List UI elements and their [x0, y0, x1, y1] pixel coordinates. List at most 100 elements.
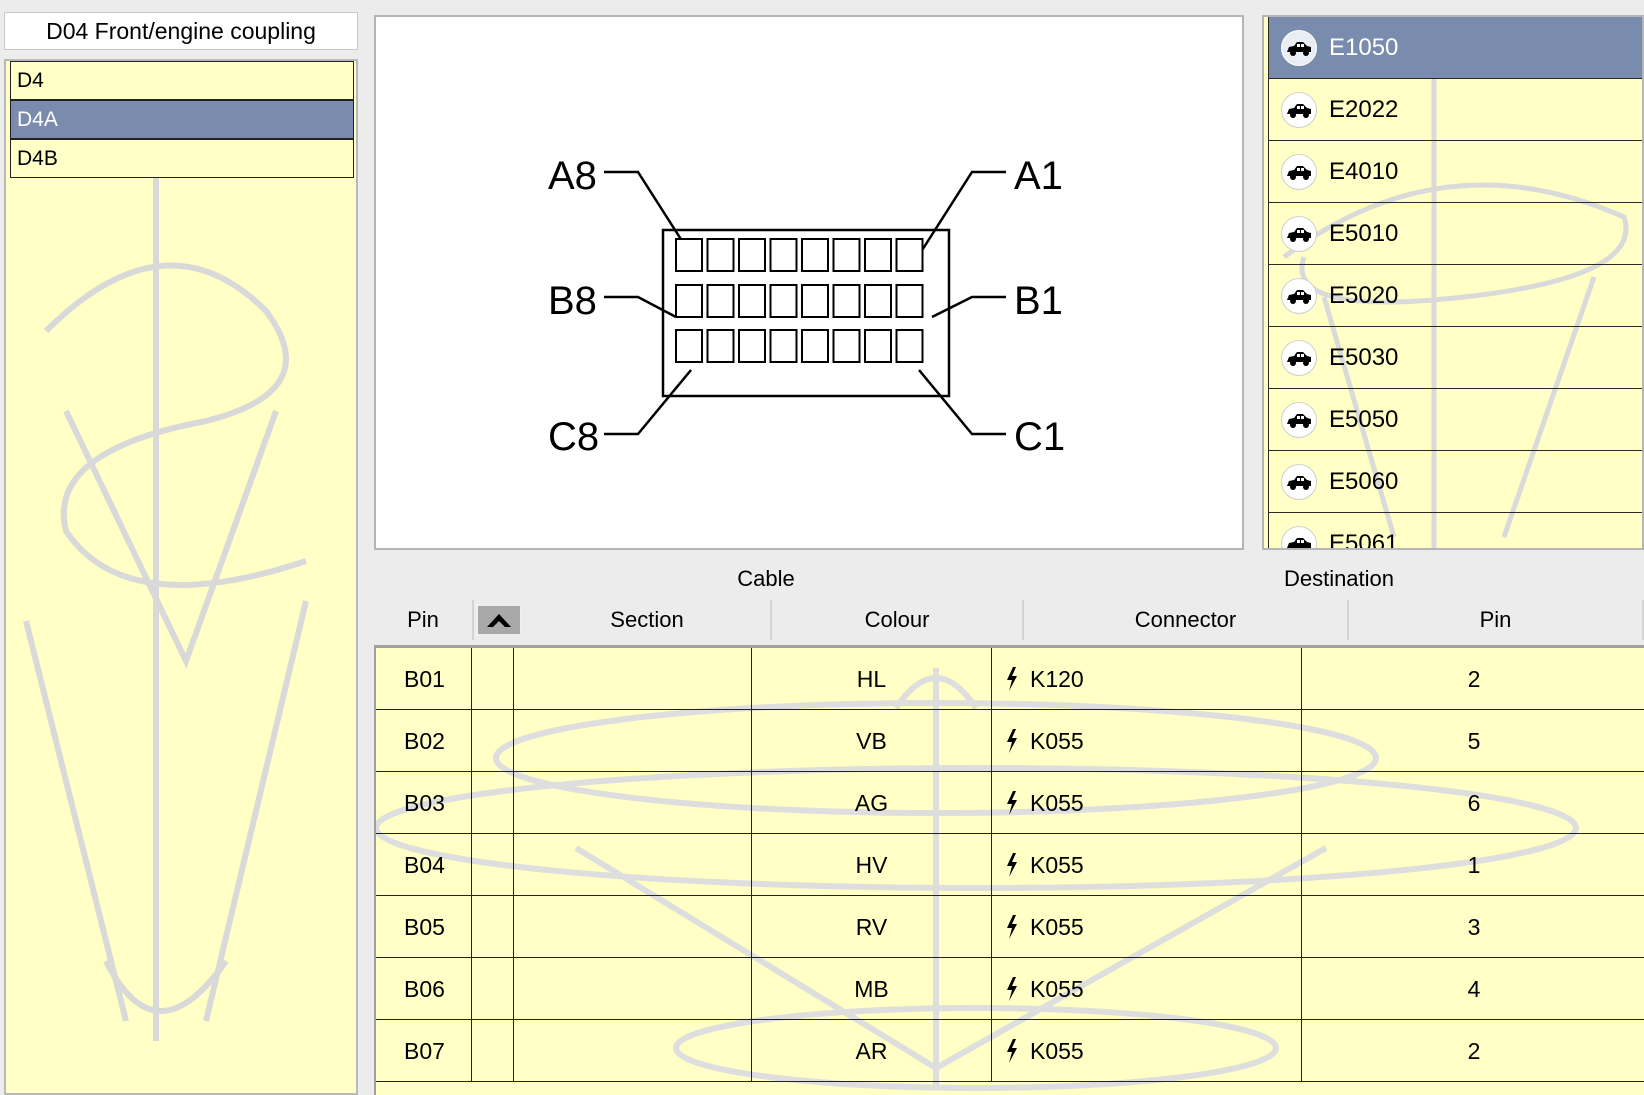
- table-row[interactable]: B06 MB K055 4: [376, 958, 1644, 1020]
- pin-cavity: [864, 238, 892, 272]
- pin-cavity: [738, 238, 766, 272]
- connector-list-item-d4b[interactable]: D4B: [10, 139, 354, 178]
- cell-pin: B03: [376, 772, 472, 834]
- label-a8: A8: [548, 154, 597, 198]
- cell-colour-text: RV: [855, 913, 888, 940]
- cell-pin-text: B04: [404, 851, 445, 878]
- cell-pin: B04: [376, 834, 472, 896]
- cell-pin-text: B07: [404, 1037, 445, 1064]
- cell-colour-text: AR: [855, 1037, 888, 1064]
- cell-dest-pin: 1: [1302, 834, 1644, 896]
- group-header-cable: Cable: [737, 566, 795, 591]
- sort-button[interactable]: [476, 604, 522, 636]
- destination-list-label: E5050: [1329, 405, 1399, 433]
- cell-connector-text: K055: [1030, 975, 1084, 1002]
- table-row[interactable]: B05 RV K055 3: [376, 896, 1644, 958]
- cell-connector[interactable]: K055: [992, 958, 1302, 1020]
- cell-pin-text: B05: [404, 913, 445, 940]
- cell-colour: AR: [752, 1020, 992, 1082]
- cell-connector[interactable]: K055: [992, 834, 1302, 896]
- cell-pin-text: B01: [404, 665, 445, 692]
- cell-section: [514, 834, 752, 896]
- pin-cavity: [769, 284, 798, 318]
- destination-list-item[interactable]: E5050: [1268, 389, 1642, 451]
- cell-dest-pin-text: 3: [1467, 913, 1481, 940]
- cell-colour: RV: [752, 896, 992, 958]
- column-header-section[interactable]: Section: [524, 600, 772, 640]
- lightning-icon: [1007, 915, 1017, 939]
- cell-connector[interactable]: K055: [992, 710, 1302, 772]
- cell-spacer: [472, 834, 514, 896]
- cell-connector[interactable]: K055: [992, 772, 1302, 834]
- cell-colour: VB: [752, 710, 992, 772]
- cell-pin-text: B06: [404, 975, 445, 1002]
- cell-pin: B05: [376, 896, 472, 958]
- column-header-pin[interactable]: Pin: [374, 600, 474, 640]
- cell-spacer: [472, 958, 514, 1020]
- cell-connector[interactable]: K055: [992, 1020, 1302, 1082]
- label-b8: B8: [548, 279, 597, 323]
- leader-c8: [604, 369, 692, 436]
- cell-pin-text: B02: [404, 727, 445, 754]
- destination-list-label: E5020: [1329, 281, 1399, 309]
- connector-list-item-d4a[interactable]: D4A: [10, 100, 354, 139]
- car-icon: [1281, 401, 1317, 438]
- table-row[interactable]: B07 AR K055 2: [376, 1020, 1644, 1082]
- cell-connector[interactable]: K055: [992, 896, 1302, 958]
- pin-cavity: [801, 284, 829, 318]
- car-icon: [1281, 29, 1317, 66]
- car-icon: [1281, 153, 1317, 190]
- destination-list-label: E4010: [1329, 157, 1399, 185]
- destination-list-item[interactable]: E5020: [1268, 265, 1642, 327]
- cell-dest-pin-text: 2: [1467, 1037, 1481, 1064]
- lightning-icon: [1007, 977, 1017, 1001]
- cell-dest-pin: 4: [1302, 958, 1644, 1020]
- column-header-dest-pin[interactable]: Pin: [1349, 600, 1644, 640]
- destination-list-item[interactable]: E4010: [1268, 141, 1642, 203]
- car-icon: [1281, 339, 1317, 376]
- destination-list-item[interactable]: E5060: [1268, 451, 1642, 513]
- leader-b1: [931, 295, 1006, 319]
- destination-list-label: E5061: [1329, 529, 1399, 550]
- table-row[interactable]: B04 HV K055 1: [376, 834, 1644, 896]
- pin-cavity: [675, 329, 703, 363]
- pin-cavity: [895, 329, 924, 363]
- cell-connector[interactable]: K120: [992, 648, 1302, 710]
- pinout-svg: A8 A1 B8 B1 C8 C1: [548, 154, 1065, 459]
- cell-colour: AG: [752, 772, 992, 834]
- cell-colour-text: HL: [856, 665, 887, 692]
- group-header-destination: Destination: [1283, 566, 1395, 591]
- destination-list-item[interactable]: E1050: [1268, 17, 1642, 79]
- cell-colour-text: HV: [855, 851, 888, 878]
- connector-pinout-diagram: A8 A1 B8 B1 C8 C1: [374, 15, 1244, 550]
- cell-spacer: [472, 710, 514, 772]
- column-header-connector[interactable]: Connector: [1024, 600, 1349, 640]
- destination-list-item[interactable]: E5010: [1268, 203, 1642, 265]
- cell-spacer: [472, 896, 514, 958]
- cell-pin: B02: [376, 710, 472, 772]
- pin-cavity: [675, 284, 703, 318]
- destination-list-item[interactable]: E2022: [1268, 79, 1642, 141]
- car-icon: [1281, 463, 1317, 500]
- connector-list-item-d4[interactable]: D4: [10, 61, 354, 100]
- cell-dest-pin: 3: [1302, 896, 1644, 958]
- destination-list-item[interactable]: E5061: [1268, 513, 1642, 550]
- destination-list-item[interactable]: E5030: [1268, 327, 1642, 389]
- car-icon: [1281, 215, 1317, 252]
- pin-cavity: [706, 238, 735, 272]
- cell-dest-pin-text: 1: [1467, 851, 1481, 878]
- column-header-colour[interactable]: Colour: [772, 600, 1024, 640]
- lightning-icon: [1007, 853, 1017, 877]
- connector-list[interactable]: D4 D4A D4B: [4, 59, 358, 1095]
- destination-list-label: E5010: [1329, 219, 1399, 247]
- pin-cavity: [832, 329, 861, 363]
- cell-colour: MB: [752, 958, 992, 1020]
- cell-dest-pin-text: 5: [1467, 727, 1481, 754]
- leader-a1: [917, 170, 1006, 256]
- cell-connector-text: K055: [1030, 789, 1084, 816]
